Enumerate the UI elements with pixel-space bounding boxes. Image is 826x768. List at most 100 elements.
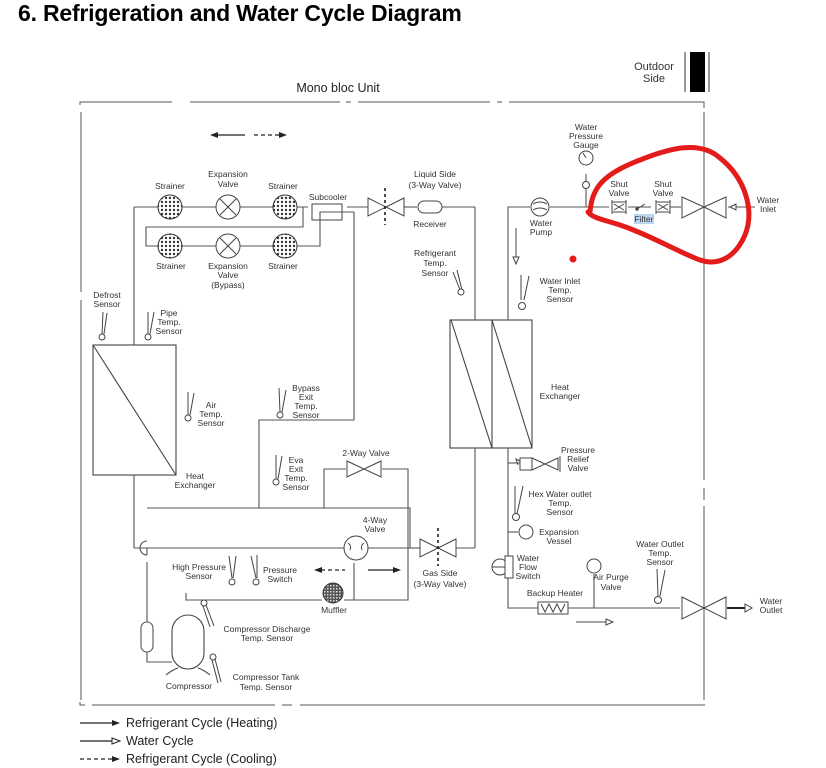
water-pump — [530, 197, 550, 217]
water-outlet-label: Water — [760, 596, 783, 606]
water-heat-exchanger — [449, 319, 533, 449]
defrost-sensor-icon — [98, 311, 108, 341]
pressure-relief-valve-label: Relief — [567, 454, 589, 464]
air-purge-valve — [586, 558, 602, 574]
page-title: 6. Refrigeration and Water Cycle Diagram — [18, 0, 462, 26]
water-pressure-gauge-label: Pressure — [569, 131, 603, 141]
bypass-exit-temp-sensor-label: Bypass — [292, 383, 320, 393]
eva-exit-temp-sensor-label: Exit — [289, 464, 304, 474]
four-way-valve-label: 4-Way — [363, 515, 388, 525]
eva-exit-temp-sensor-label: Sensor — [283, 482, 310, 492]
compressor-tank-temp-sensor-icon — [209, 653, 222, 684]
four-way-valve — [343, 535, 369, 561]
water-inlet-temp-sensor-icon — [518, 275, 530, 310]
bypass-exit-temp-sensor-label: Sensor — [293, 410, 320, 420]
filter-label-highlight — [634, 214, 654, 224]
refrigerant-temp-sensor-label: Temp. — [423, 258, 446, 268]
water-outlet-label: Outlet — [760, 605, 783, 615]
pressure-relief-valve-label: Valve — [568, 463, 589, 473]
compressor-discharge-temp-sensor-icon — [200, 599, 215, 628]
expansion-valve-label: Expansion — [208, 169, 248, 179]
bypass-exit-temp-sensor-icon — [276, 387, 287, 419]
water-inlet-temp-sensor-label: Water Inlet — [540, 276, 581, 286]
pipe-temp-sensor-icon — [144, 311, 155, 341]
expansion-valve-bypass-label: Expansion — [208, 261, 248, 271]
filter-icon — [632, 203, 650, 211]
water-pump-label: Pump — [530, 227, 552, 237]
water-flow-arrow-down — [512, 228, 520, 266]
water-outlet-temp-sensor-label: Temp. — [648, 548, 671, 558]
muffler-label: Muffler — [321, 605, 347, 615]
shut-valve-1 — [611, 200, 627, 214]
refrigerant-temp-sensor-icon — [452, 269, 465, 296]
compressor-tank-label: Compressor Tank — [233, 672, 300, 682]
liquid-side-label: (3-Way Valve) — [409, 180, 462, 190]
air-temp-sensor-label: Temp. — [199, 409, 222, 419]
compressor-flow-arrows — [314, 567, 401, 573]
legend-label-cooling: Refrigerant Cycle (Cooling) — [126, 752, 277, 766]
pipe-temp-sensor-label: Pipe — [160, 308, 177, 318]
heating-cooling-direction-arrows — [210, 132, 287, 138]
eva-exit-temp-sensor-icon — [272, 455, 283, 486]
high-pressure-sensor-label: Sensor — [186, 571, 213, 581]
strainer-bottom-left — [157, 233, 183, 259]
two-way-valve-label: 2-Way Valve — [342, 448, 390, 458]
expansion-valve-label: Valve — [218, 179, 239, 189]
compressor-discharge-label: Temp. Sensor — [241, 633, 294, 643]
bypass-exit-temp-sensor-label: Exit — [299, 392, 314, 402]
water-outlet-temp-sensor-icon — [654, 568, 666, 604]
air-temp-sensor-label: Air — [206, 400, 217, 410]
high-pressure-sensor-label: High Pressure — [172, 562, 226, 572]
receiver — [417, 200, 443, 214]
four-way-valve-label: Valve — [365, 524, 386, 534]
expansion-vessel-label: Expansion — [539, 527, 579, 537]
high-pressure-sensor-icon — [228, 555, 237, 586]
expansion-valve-top — [215, 194, 241, 220]
water-inlet-temp-sensor-label: Sensor — [547, 294, 574, 304]
legend-item-cooling: Refrigerant Cycle (Cooling) — [80, 752, 277, 766]
expansion-valve-bypass — [215, 233, 241, 259]
pressure-switch-icon — [250, 555, 260, 586]
red-annotation-dot — [569, 255, 577, 263]
gas-side-label: Gas Side — [423, 568, 458, 578]
water-inlet-label: Inlet — [760, 204, 777, 214]
air-temp-sensor-icon — [184, 392, 195, 422]
water-inlet-valve — [681, 196, 737, 219]
air-heat-exchanger-label: Exchanger — [175, 480, 216, 490]
air-temp-sensor-label: Sensor — [198, 418, 225, 428]
air-heat-exchanger-label: Heat — [186, 471, 205, 481]
mono-bloc-boundary — [79, 101, 705, 706]
outdoor-side-label-1: Outdoor — [634, 61, 674, 73]
pipe-temp-sensor-label: Temp. — [157, 317, 180, 327]
filter-label: Filter — [635, 214, 654, 224]
strainer-label: Strainer — [268, 181, 298, 191]
expansion-vessel-label: Vessel — [546, 536, 571, 546]
water-inlet-temp-sensor-label: Temp. — [548, 285, 571, 295]
liquid-side-3way-valve — [367, 188, 405, 225]
compressor — [165, 614, 211, 676]
bypass-exit-temp-sensor-label: Temp. — [294, 401, 317, 411]
water-heat-exchanger-label: Exchanger — [540, 391, 581, 401]
liquid-side-label: Liquid Side — [414, 169, 456, 179]
subcooler-label: Subcooler — [309, 192, 347, 202]
hex-water-outlet-temp-sensor-label: Temp. — [548, 498, 571, 508]
air-heat-exchanger — [92, 344, 177, 476]
unit-label: Mono bloc Unit — [296, 81, 380, 95]
gas-side-label: (3-Way Valve) — [414, 579, 467, 589]
legend-label-water: Water Cycle — [126, 734, 194, 748]
air-purge-valve-label: Valve — [601, 582, 622, 592]
receiver-label: Receiver — [413, 219, 447, 229]
water-outlet-temp-sensor-label: Sensor — [647, 557, 674, 567]
strainer-label: Strainer — [156, 261, 186, 271]
strainer-label: Strainer — [268, 261, 298, 271]
expansion-valve-bypass-label: (Bypass) — [211, 280, 245, 290]
water-outlet-temp-sensor-label: Water Outlet — [636, 539, 684, 549]
water-piping — [474, 174, 755, 609]
water-pump-label: Water — [530, 218, 553, 228]
defrost-sensor-label: Defrost — [93, 290, 121, 300]
shut-valve-label: Shut — [654, 179, 672, 189]
gas-side-3way-valve — [419, 528, 457, 566]
outdoor-side-marker — [684, 52, 710, 92]
water-inlet-label: Water — [757, 195, 780, 205]
